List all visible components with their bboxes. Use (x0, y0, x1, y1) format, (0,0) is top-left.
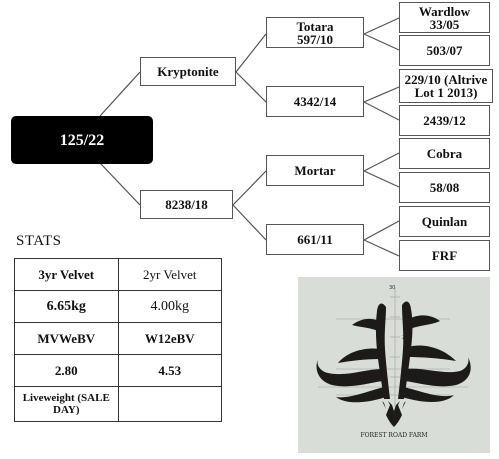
root-label: 125/22 (59, 131, 105, 149)
dam-dam-node: 661/11 (266, 224, 364, 255)
great-grandparent-label: 503/07 (426, 43, 463, 58)
great-grandparent-label: 229/10 (Altrive Lot 1 2013) (404, 72, 488, 100)
dam-label: 8238/18 (165, 197, 208, 212)
great-grandparent-label: 2439/12 (423, 113, 466, 128)
sire-label: Kryptonite (157, 64, 219, 79)
great-grandparent-node: 58/08 (399, 172, 490, 203)
root-node: 125/22 (11, 116, 153, 164)
scale-label: 30 (389, 285, 395, 291)
antler-photo: 30 20 10 (298, 277, 490, 453)
dam-node: 8238/18 (140, 190, 233, 219)
sire-sire-label: Totara 597/10 (296, 18, 334, 47)
stats-cell: 4.53 (117, 354, 222, 387)
stats-cell: 3yr Velvet (14, 258, 119, 291)
dam-dam-label: 661/11 (297, 232, 333, 247)
sire-node: Kryptonite (140, 57, 236, 86)
great-grandparent-node: Cobra (399, 138, 490, 169)
stats-cell: MVWeBV (14, 322, 119, 355)
great-grandparent-label: FRF (431, 248, 458, 263)
great-grandparent-node: 2439/12 (399, 105, 490, 136)
great-grandparent-node: 229/10 (Altrive Lot 1 2013) (399, 69, 493, 103)
great-grandparent-label: Wardlow 33/05 (418, 3, 471, 32)
stats-heading: STATS (16, 233, 62, 249)
great-grandparent-node: FRF (399, 240, 490, 271)
stats-cell: 6.65kg (14, 290, 119, 323)
great-grandparent-node: Quinlan (399, 206, 490, 237)
stats-cell: 4.00kg (117, 290, 222, 323)
great-grandparent-label: Cobra (426, 146, 463, 161)
dam-sire-label: Mortar (294, 163, 336, 178)
great-grandparent-node: 503/07 (399, 35, 490, 66)
stats-cell: 2yr Velvet (117, 258, 222, 291)
table-row: MVWeBV W12eBV (14, 322, 222, 355)
table-row: 2.80 4.53 (14, 354, 222, 387)
table-row: Liveweight (SALE DAY) (14, 386, 222, 422)
sire-dam-label: 4342/14 (293, 94, 337, 109)
table-row: 6.65kg 4.00kg (14, 290, 222, 323)
great-grandparent-label: 58/08 (429, 180, 460, 195)
sire-sire-node: Totara 597/10 (266, 17, 364, 48)
stats-cell: 2.80 (14, 354, 119, 387)
great-grandparent-label: Quinlan (421, 214, 468, 229)
brand-label: FOREST ROAD FARM (360, 432, 427, 439)
stats-cell: W12eBV (117, 322, 222, 355)
sire-dam-node: 4342/14 (266, 86, 364, 117)
antler-silhouette: 30 20 10 (316, 285, 471, 439)
stats-table: 3yr Velvet 2yr Velvet 6.65kg 4.00kg MVWe… (14, 258, 222, 422)
stats-cell: Liveweight (SALE DAY) (14, 386, 119, 422)
table-row: 3yr Velvet 2yr Velvet (14, 258, 222, 291)
great-grandparent-node: Wardlow 33/05 (399, 2, 490, 33)
dam-sire-node: Mortar (266, 155, 364, 186)
stats-cell (117, 386, 222, 422)
